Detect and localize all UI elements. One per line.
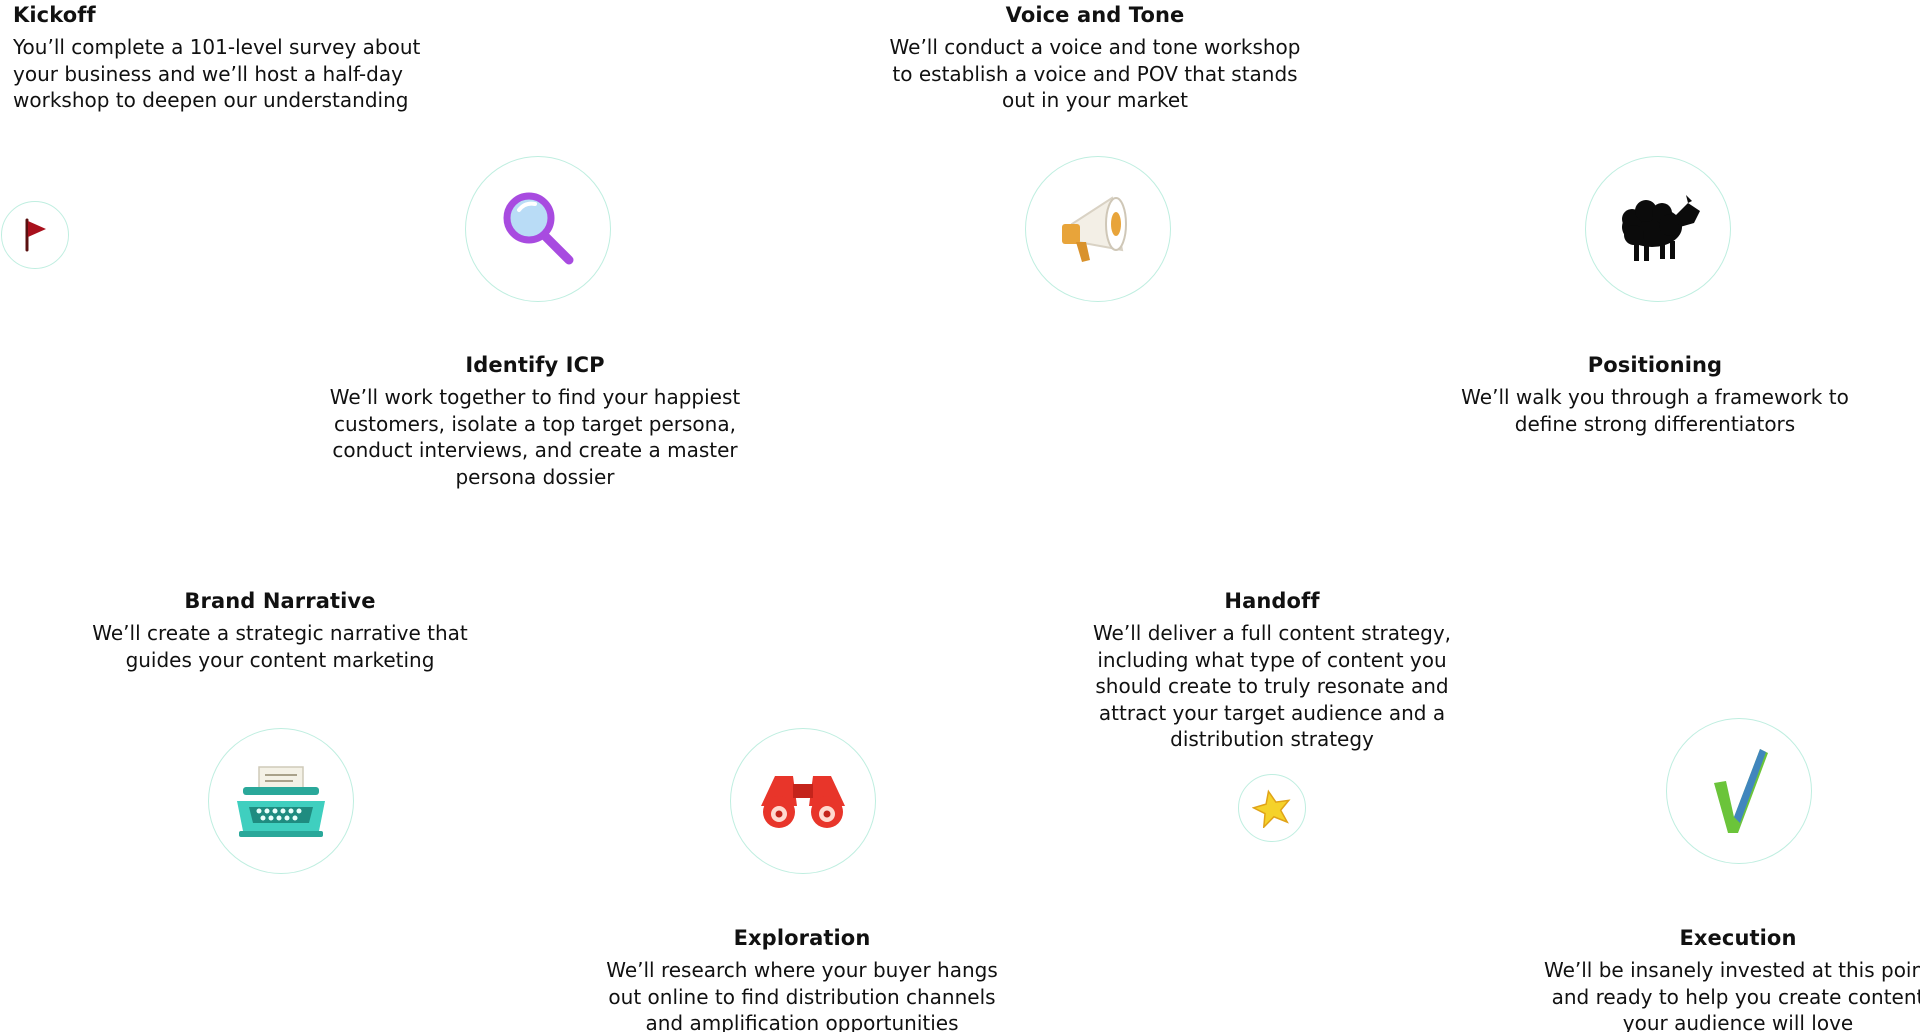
black-sheep-icon	[1622, 195, 1700, 261]
step-exploration: Exploration We’ll research where your bu…	[592, 925, 1012, 1032]
icp-icon-circle	[465, 156, 611, 302]
magnifying-glass-icon	[503, 192, 574, 265]
step-identify-icp: Identify ICP We’ll work together to find…	[325, 352, 745, 490]
step-narrative-desc: We’ll create a strategic narrative that …	[92, 621, 468, 672]
step-exploration-title: Exploration	[733, 926, 871, 950]
voice-icon-circle	[1025, 156, 1171, 302]
typewriter-icon	[237, 766, 325, 837]
megaphone-icon	[1062, 196, 1127, 262]
binoculars-icon	[761, 776, 845, 828]
step-kickoff-title: Kickoff	[13, 3, 96, 27]
step-voice-desc: We’ll conduct a voice and tone workshop …	[889, 35, 1301, 112]
step-handoff: Handoff We’ll deliver a full content str…	[1062, 588, 1482, 753]
step-kickoff: Kickoff You’ll complete a 101-level surv…	[13, 2, 433, 114]
handoff-icon-circle	[1238, 774, 1306, 842]
step-voice-and-tone: Voice and Tone We’ll conduct a voice and…	[885, 2, 1305, 114]
step-narrative-title: Brand Narrative	[184, 589, 376, 613]
red-flag-icon	[25, 218, 46, 252]
step-icp-title: Identify ICP	[465, 353, 605, 377]
step-handoff-desc: We’ll deliver a full content strategy, i…	[1092, 621, 1452, 751]
step-icp-desc: We’ll work together to find your happies…	[329, 385, 741, 489]
narrative-icon-circle	[208, 728, 354, 874]
exploration-icon-circle	[730, 728, 876, 874]
positioning-icon-circle	[1585, 156, 1731, 302]
kickoff-icon-circle	[1, 201, 69, 269]
step-positioning-title: Positioning	[1587, 353, 1723, 377]
checkmark-icon	[1714, 749, 1768, 833]
step-positioning-desc: We’ll walk you through a framework to de…	[1461, 385, 1849, 436]
step-positioning: Positioning We’ll walk you through a fra…	[1445, 352, 1865, 437]
step-brand-narrative: Brand Narrative We’ll create a strategic…	[70, 588, 490, 673]
step-execution: Execution We’ll be insanely invested at …	[1528, 925, 1920, 1032]
execution-icon-circle	[1666, 718, 1812, 864]
step-voice-title: Voice and Tone	[1005, 3, 1185, 27]
step-execution-desc: We’ll be insanely invested at this point…	[1543, 958, 1920, 1032]
step-execution-title: Execution	[1679, 926, 1797, 950]
star-icon	[1252, 789, 1291, 828]
step-handoff-title: Handoff	[1224, 589, 1320, 613]
step-kickoff-desc: You’ll complete a 101-level survey about…	[13, 35, 421, 112]
step-exploration-desc: We’ll research where your buyer hangs ou…	[606, 958, 998, 1032]
